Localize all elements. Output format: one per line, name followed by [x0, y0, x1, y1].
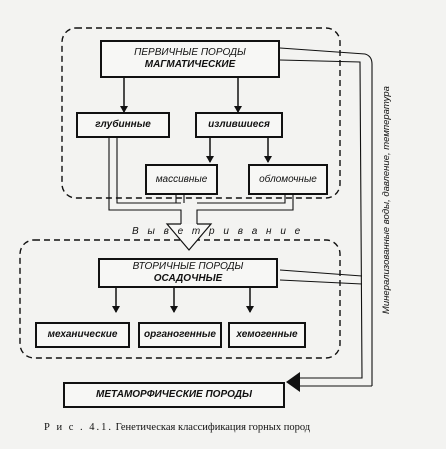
mechanical-rocks-label: механические	[47, 329, 118, 340]
magmatic-label: МАГМАТИЧЕСКИЕ	[144, 59, 236, 70]
secondary-rocks-box: ВТОРИЧНЫЕ ПОРОДЫ ОСАДОЧНЫЕ	[98, 258, 278, 288]
secondary-rocks-title: ВТОРИЧНЫЕ ПОРОДЫ	[132, 261, 244, 272]
metamorphic-rocks-box: МЕТАМОРФИЧЕСКИЕ ПОРОДЫ	[63, 382, 285, 408]
weathering-label: В ы в е т р и в а н и е	[132, 226, 304, 237]
organogenic-rocks-label: органогенные	[144, 329, 216, 340]
primary-rocks-box: ПЕРВИЧНЫЕ ПОРОДЫ МАГМАТИЧЕСКИЕ	[100, 40, 280, 78]
figure-caption: Р и с . 4.1. Генетическая классификация …	[44, 422, 310, 433]
side-conditions-label: Минерализованные воды, давление, темпера…	[381, 86, 392, 314]
massive-rocks-box: массивные	[145, 164, 218, 195]
clastic-rocks-label: обломочные	[259, 173, 317, 185]
primary-rocks-title: ПЕРВИЧНЫЕ ПОРОДЫ	[134, 47, 246, 58]
effusive-rocks-box: излившиеся	[195, 112, 283, 138]
mechanical-rocks-box: механические	[35, 322, 130, 348]
metamorphic-rocks-label: МЕТАМОРФИЧЕСКИЕ ПОРОДЫ	[96, 389, 252, 400]
arrow-metamorphic	[286, 372, 300, 392]
clastic-rocks-box: обломочные	[248, 164, 328, 195]
weathering-arrow	[165, 223, 213, 251]
massive-rocks-label: массивные	[155, 173, 208, 185]
chemogenic-rocks-box: хемогенные	[228, 322, 306, 348]
organogenic-rocks-box: органогенные	[138, 322, 222, 348]
deep-rocks-box: глубинные	[76, 112, 170, 138]
primary-group-frame	[61, 27, 341, 199]
caption-text: Генетическая классификация горных пород	[115, 422, 311, 433]
deep-rocks-label: глубинные	[95, 119, 151, 130]
chemogenic-rocks-label: хемогенные	[236, 329, 298, 340]
metamorphism-channel	[279, 47, 373, 387]
caption-number: Р и с . 4.1.	[44, 422, 113, 433]
effusive-rocks-label: излившиеся	[208, 119, 270, 130]
weathering-channels	[108, 138, 294, 224]
sedimentary-label: ОСАДОЧНЫЕ	[153, 273, 223, 284]
